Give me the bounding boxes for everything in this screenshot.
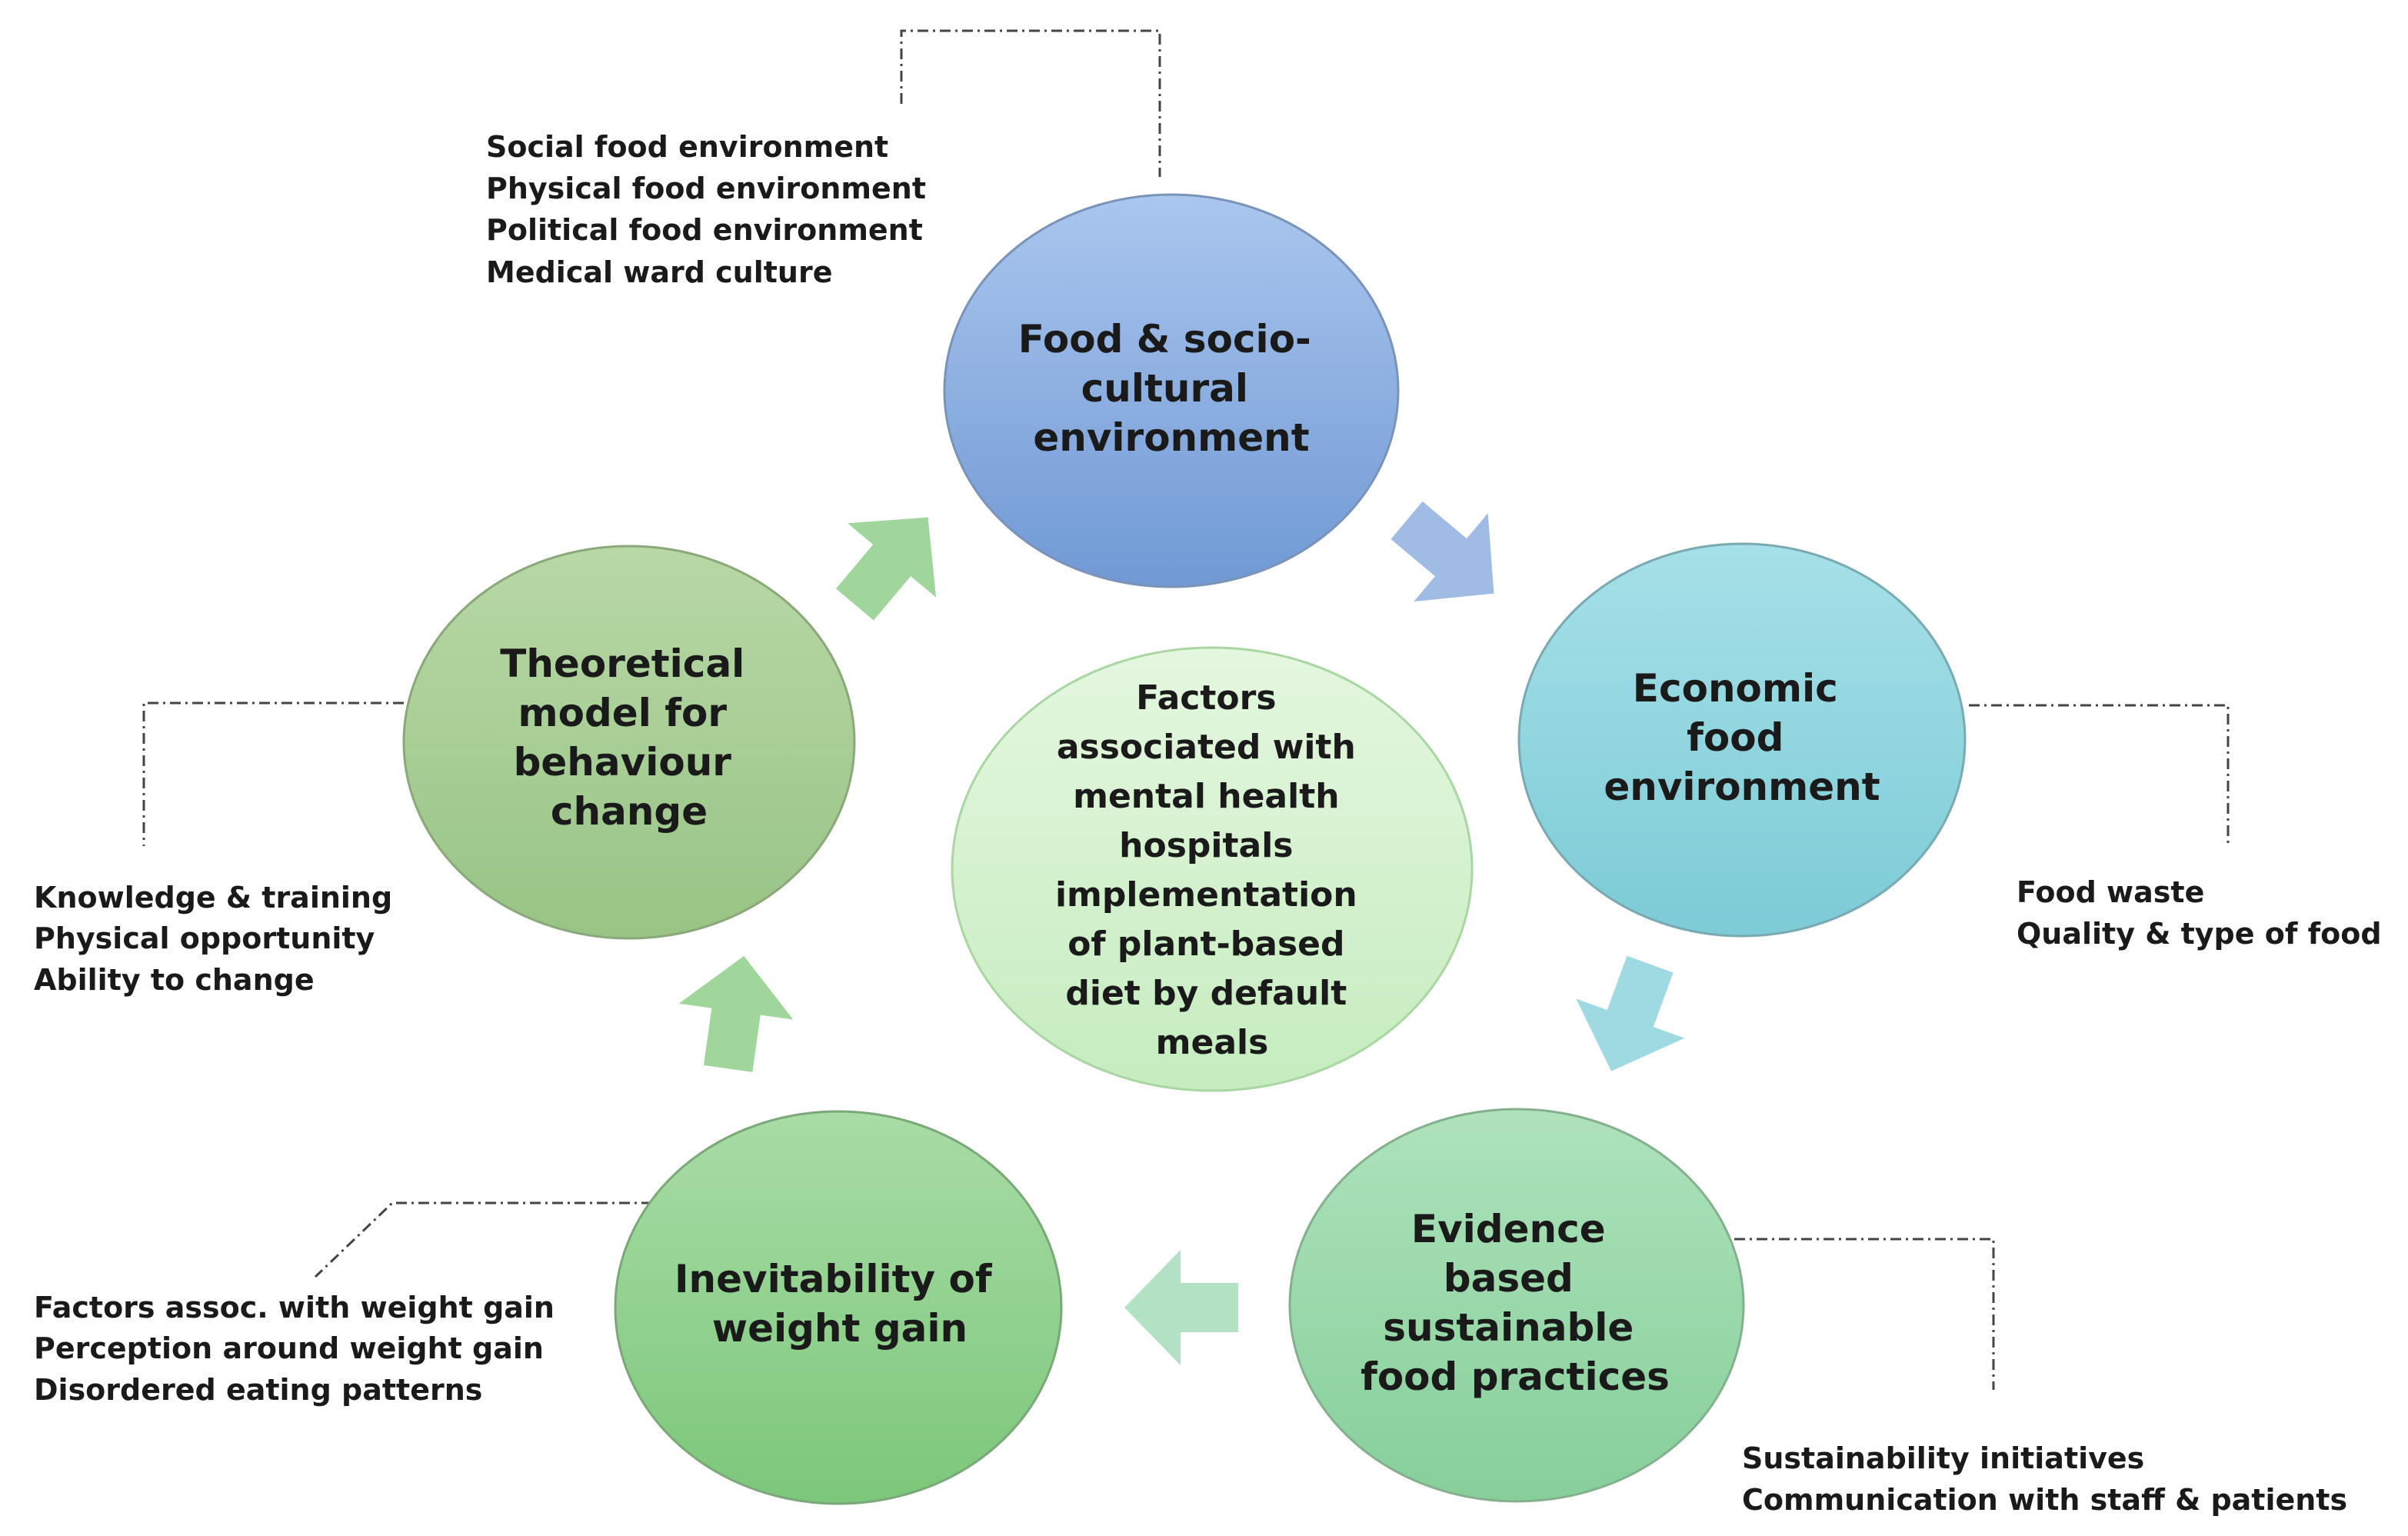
node-theoretical-model (402, 545, 856, 940)
note-line: Medical ward culture (486, 255, 833, 289)
label-line: based (1444, 1256, 1574, 1301)
label-line: environment (1033, 415, 1309, 460)
label-food-socio-cultural: Food & socio- cultural environment (1018, 317, 1324, 460)
arrow-to-evidence-based (1576, 955, 1685, 1071)
label-line: Food & socio- (1018, 317, 1311, 362)
label-line: Inevitability of (674, 1257, 993, 1301)
label-line: sustainable (1383, 1305, 1634, 1350)
node-food-socio-cultural (943, 193, 1400, 588)
center-line: associated with (1057, 728, 1356, 767)
leader-weight-gain (314, 1201, 652, 1278)
label-line: weight gain (712, 1306, 968, 1351)
label-line: food practices (1361, 1354, 1670, 1399)
label-weight-gain: Inevitability of weight gain (674, 1257, 1005, 1351)
center-node (951, 646, 1474, 1092)
notes-theoretical-model: Knowledge & training Physical opportunit… (34, 881, 402, 997)
node-evidence-based (1288, 1108, 1745, 1503)
label-line: change (551, 789, 708, 834)
center-label: Factors associated with mental health ho… (1055, 678, 1369, 1062)
note-line: Physical food environment (486, 172, 926, 205)
cycle-arrows (678, 501, 1685, 1365)
leader-food-socio-cultural (900, 29, 1161, 177)
node-circles (402, 193, 1967, 1505)
leader-economic (1969, 704, 2230, 846)
notes-food-socio-cultural: Social food environment Physical food en… (486, 130, 936, 289)
label-line: food (1687, 715, 1784, 760)
center-line: implementation (1055, 875, 1357, 915)
center-line: meals (1156, 1023, 1269, 1062)
leader-evidence-based (1734, 1238, 1995, 1390)
center-line: Factors (1136, 678, 1276, 718)
note-line: Sustainability initiatives (1742, 1441, 2144, 1475)
label-line: behaviour (514, 740, 732, 785)
note-line: Factors assoc. with weight gain (34, 1291, 555, 1324)
center-line: mental health (1073, 777, 1339, 816)
label-line: model for (518, 691, 728, 735)
note-line: Food waste (2017, 875, 2204, 909)
center-line: of plant-based (1067, 925, 1344, 964)
note-line: Knowledge & training (34, 881, 392, 915)
note-line: Ability to change (34, 963, 315, 997)
notes-economic: Food waste Quality & type of food (2017, 875, 2382, 951)
arrow-to-economic (1391, 501, 1494, 602)
label-line: Theoretical (500, 641, 744, 686)
leader-lines (142, 29, 2230, 1390)
leader-theoretical-model (142, 701, 404, 846)
note-line: Disordered eating patterns (34, 1373, 482, 1407)
arrow-to-food-socio-cultural (835, 517, 937, 621)
note-line: Political food environment (486, 213, 923, 247)
arrow-to-weight-gain (1124, 1250, 1238, 1365)
notes-weight-gain: Factors assoc. with weight gain Percepti… (34, 1291, 565, 1407)
node-weight-gain (614, 1110, 1063, 1505)
note-line: Physical opportunity (34, 921, 375, 955)
label-line: Evidence (1411, 1207, 1606, 1251)
label-line: environment (1604, 765, 1880, 809)
arrow-to-theoretical-model (678, 955, 794, 1072)
notes-evidence-based: Sustainability initiatives Communication… (1742, 1441, 2347, 1517)
note-line: Quality & type of food (2017, 917, 2382, 951)
label-economic: Economic food environment (1604, 666, 1880, 809)
label-theoretical-model: Theoretical model for behaviour change (500, 641, 758, 834)
note-line: Social food environment (486, 130, 888, 164)
label-evidence-based: Evidence based sustainable food practice… (1361, 1207, 1670, 1399)
label-line: Economic (1633, 666, 1838, 711)
center-line: hospitals (1119, 826, 1293, 865)
node-economic (1517, 542, 1967, 938)
center-line: diet by default (1065, 974, 1347, 1013)
note-line: Communication with staff & patients (1742, 1483, 2347, 1517)
label-line: cultural (1081, 366, 1248, 411)
note-line: Perception around weight gain (34, 1331, 544, 1365)
